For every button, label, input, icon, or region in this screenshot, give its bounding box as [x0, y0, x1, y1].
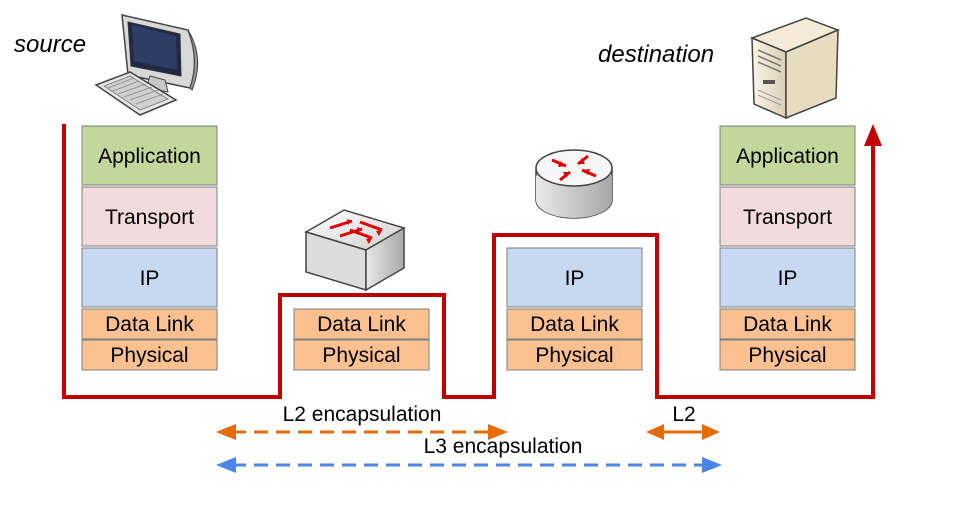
l2-segment-arrow — [646, 424, 720, 440]
destination-datalink-layer — [719, 308, 856, 340]
network-switch-icon — [304, 209, 406, 292]
router-datalink-label: Data Link — [530, 313, 619, 336]
source-physical-label: Physical — [110, 344, 188, 367]
destination-application-label: Application — [736, 145, 839, 168]
source-ip-label: IP — [140, 267, 160, 290]
switch-datalink-label: Data Link — [317, 313, 406, 336]
destination-application-layer — [719, 125, 856, 186]
destination-physical-label: Physical — [748, 344, 826, 367]
server-tower-icon — [749, 17, 841, 120]
source-ip-layer — [81, 247, 218, 308]
router-ip-label: IP — [565, 267, 585, 290]
switch-datalink-layer — [293, 308, 430, 340]
switch-physical-layer — [293, 339, 430, 371]
source-stack: Application Transport IP Data Link Physi… — [81, 125, 218, 371]
destination-transport-layer — [719, 186, 856, 247]
router-stack: IP Data Link Physical — [506, 247, 643, 371]
source-label: source — [14, 31, 86, 58]
l2-encapsulation-label: L2 encapsulation — [283, 403, 442, 426]
destination-physical-layer — [719, 339, 856, 371]
destination-stack: Application Transport IP Data Link Physi… — [719, 125, 856, 371]
destination-transport-label: Transport — [743, 206, 832, 229]
switch-physical-label: Physical — [322, 344, 400, 367]
desktop-computer-icon — [94, 14, 199, 116]
router-physical-layer — [506, 339, 643, 371]
source-physical-layer — [81, 339, 218, 371]
router-icon — [535, 149, 613, 219]
router-ip-layer — [506, 247, 643, 308]
destination-ip-label: IP — [778, 267, 798, 290]
router-physical-label: Physical — [535, 344, 613, 367]
packet-path-line — [62, 124, 875, 399]
source-transport-layer — [81, 186, 218, 247]
l2-encapsulation-arrow — [216, 424, 508, 440]
source-datalink-layer — [81, 308, 218, 340]
l2-segment-label: L2 — [672, 403, 695, 426]
source-datalink-label: Data Link — [105, 313, 194, 336]
router-datalink-layer — [506, 308, 643, 340]
source-application-label: Application — [98, 145, 201, 168]
destination-datalink-label: Data Link — [743, 313, 832, 336]
l3-encapsulation-arrow — [216, 457, 722, 473]
source-application-layer — [81, 125, 218, 186]
destination-label: destination — [598, 41, 714, 68]
source-transport-label: Transport — [105, 206, 194, 229]
destination-ip-layer — [719, 247, 856, 308]
path-arrowhead — [864, 124, 882, 146]
switch-stack: Data Link Physical — [293, 308, 430, 371]
l3-encapsulation-label: L3 encapsulation — [424, 435, 583, 458]
